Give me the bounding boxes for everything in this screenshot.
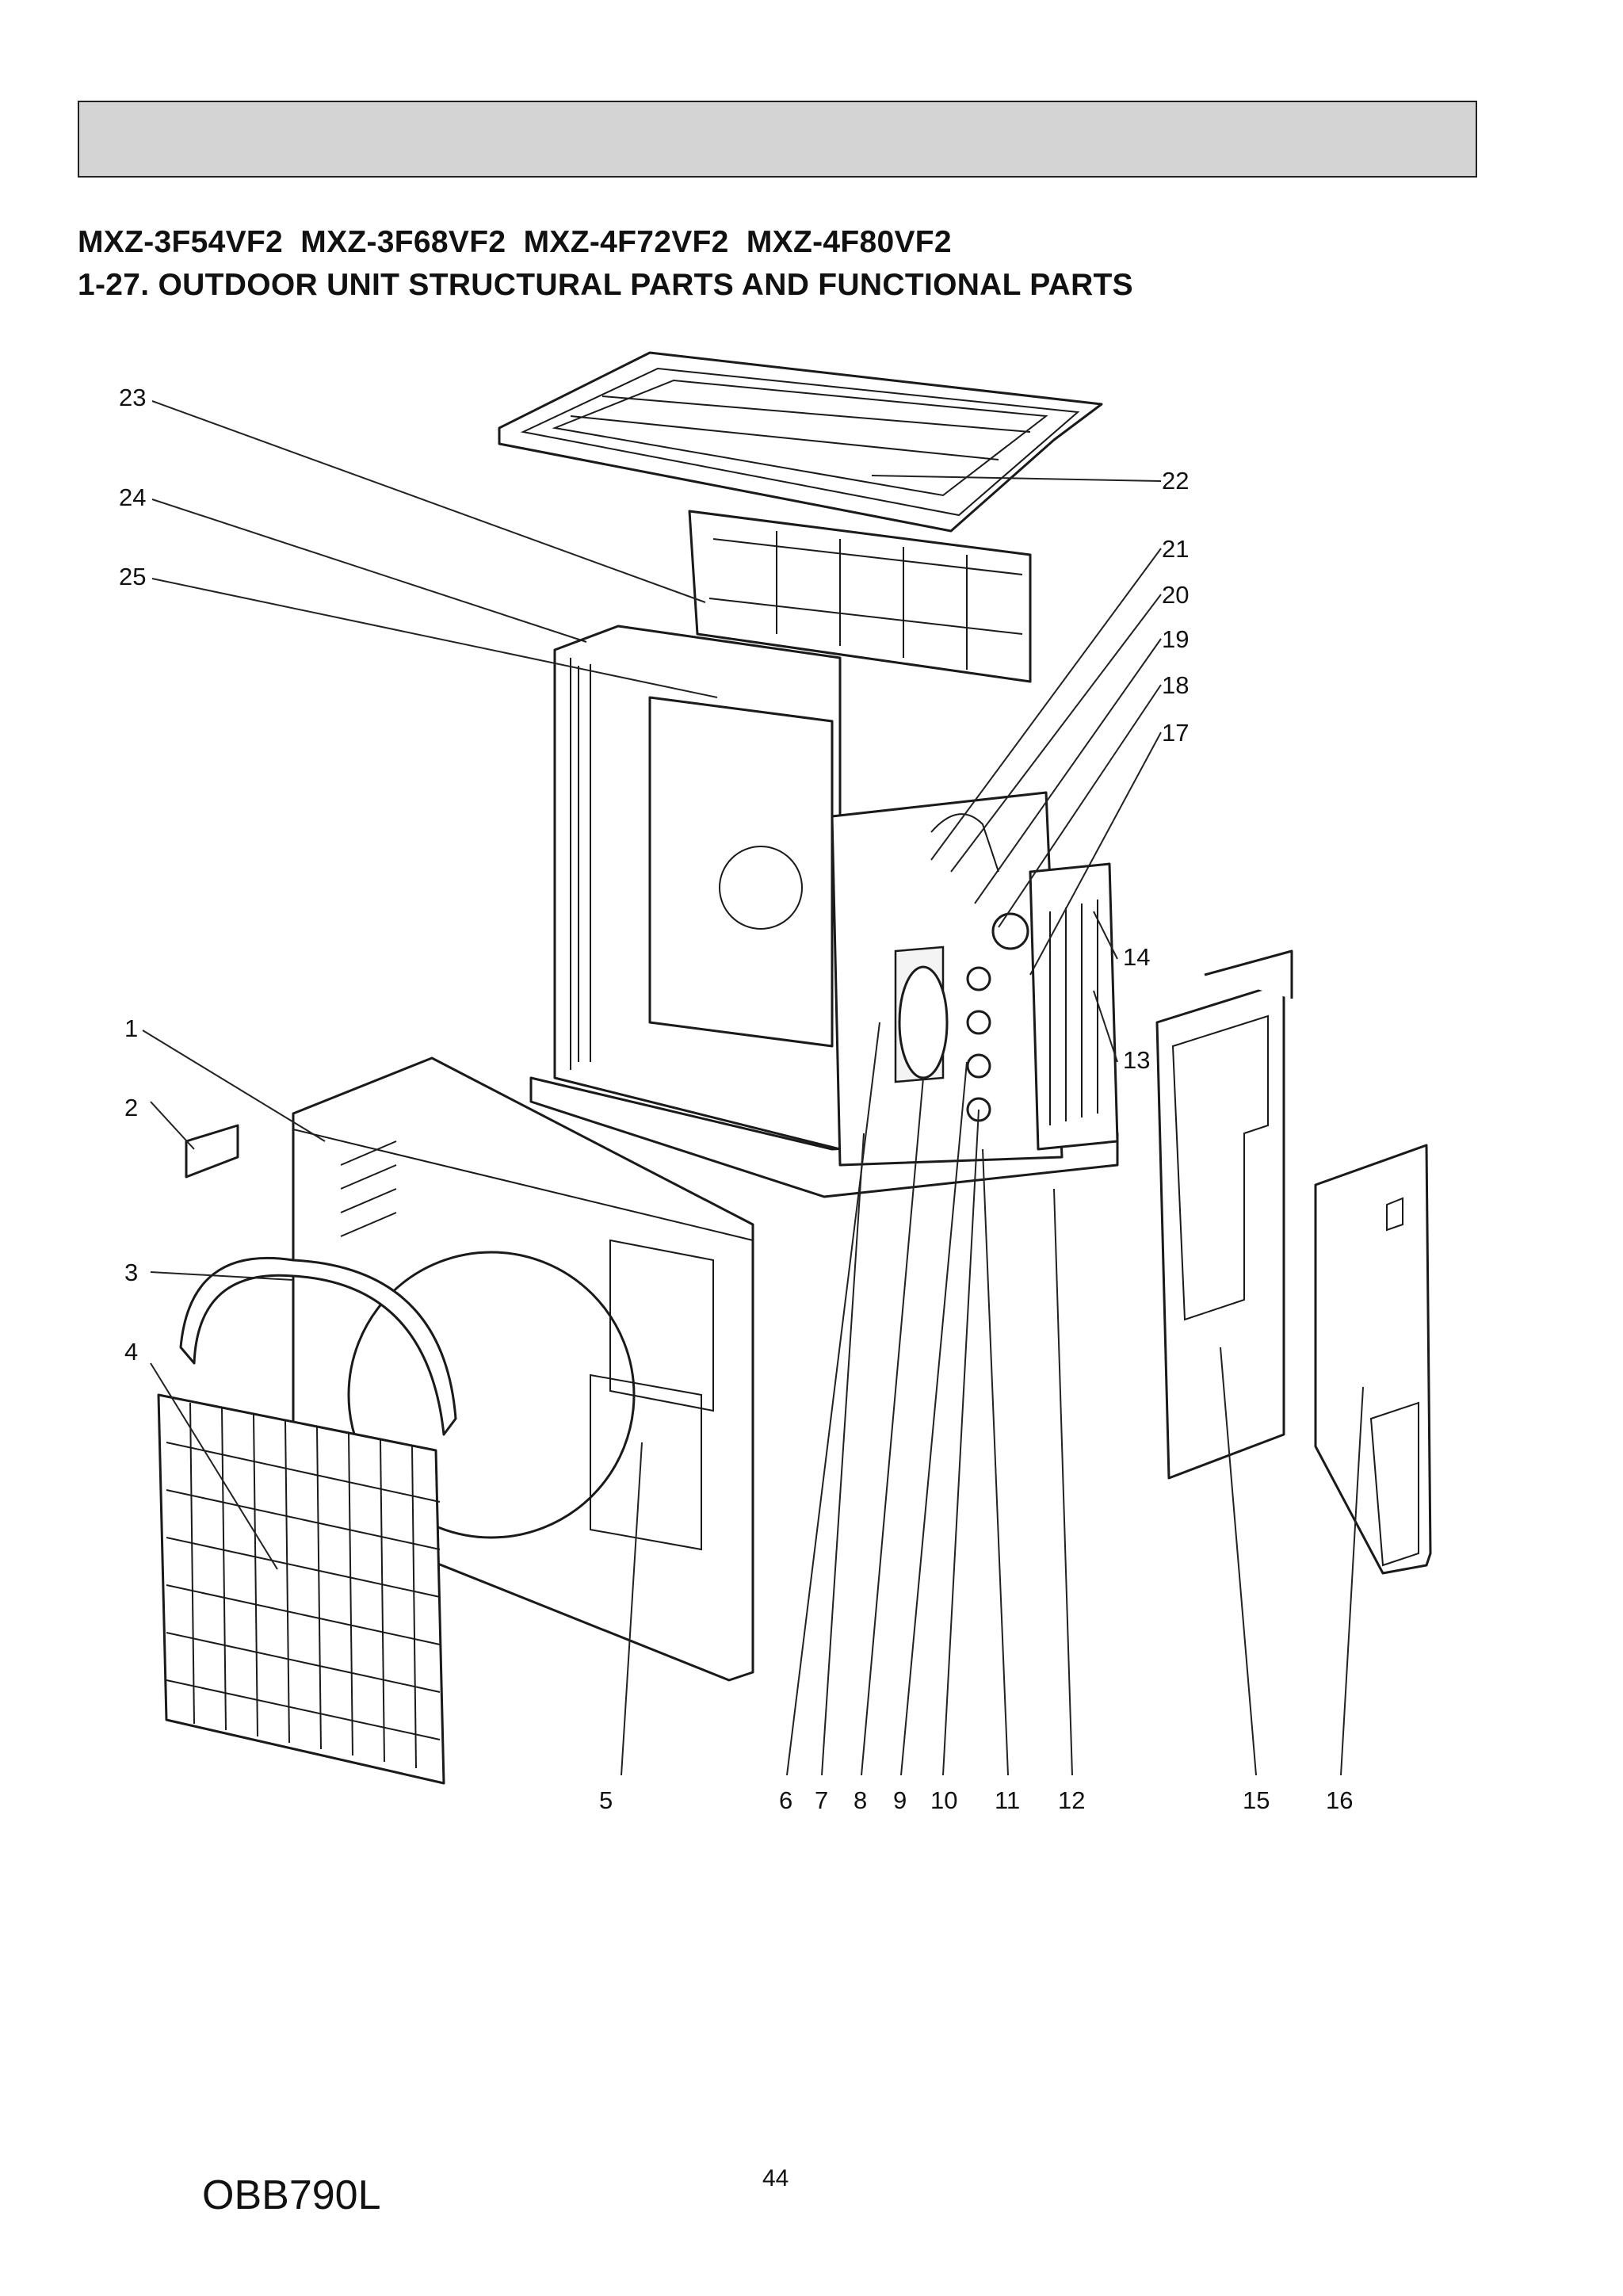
callout-11: 11 [995, 1786, 1020, 1814]
leader-lines [142, 400, 1364, 1776]
callout-5: 5 [599, 1786, 613, 1814]
fan-guard [179, 1256, 457, 1436]
document-code: OBB790L [202, 2172, 381, 2218]
page-number: 44 [762, 2165, 789, 2191]
callout-3: 3 [124, 1259, 138, 1286]
handle [185, 1124, 239, 1179]
callout-8: 8 [854, 1786, 867, 1814]
callout-2: 2 [124, 1094, 138, 1121]
callout-10: 10 [930, 1786, 957, 1814]
callout-7: 7 [815, 1786, 828, 1814]
top-panel [498, 351, 1103, 533]
rear-guard [688, 510, 1032, 683]
callout-22: 22 [1162, 467, 1189, 495]
callout-1: 1 [124, 1014, 138, 1042]
callout-17: 17 [1162, 719, 1189, 747]
callout-24: 24 [119, 483, 146, 511]
callout-21: 21 [1162, 535, 1189, 563]
callout-15: 15 [1243, 1786, 1270, 1814]
header-bar [78, 101, 1477, 178]
callout-labels: 23 24 25 22 21 20 19 18 17 14 13 1 2 3 4… [119, 384, 1353, 1814]
section-title: 1-27. OUTDOOR UNIT STRUCTURAL PARTS AND … [78, 268, 1133, 302]
callout-16: 16 [1326, 1786, 1353, 1814]
grille [157, 1393, 445, 1785]
callout-12: 12 [1058, 1786, 1085, 1814]
side-cover [1314, 1144, 1432, 1575]
service-panel [1155, 949, 1293, 1480]
callout-18: 18 [1162, 671, 1189, 699]
callout-4: 4 [124, 1338, 138, 1366]
callout-9: 9 [893, 1786, 907, 1814]
compressor-valve-section [831, 791, 1119, 1167]
callout-23: 23 [119, 384, 146, 411]
callout-25: 25 [119, 563, 146, 590]
callout-14: 14 [1123, 943, 1150, 971]
model-list: MXZ-3F54VF2 MXZ-3F68VF2 MXZ-4F72VF2 MXZ-… [78, 225, 952, 259]
callout-13: 13 [1123, 1046, 1150, 1074]
callout-6: 6 [779, 1786, 792, 1814]
callout-20: 20 [1162, 581, 1189, 609]
heat-exchanger-base [529, 625, 1119, 1198]
callout-19: 19 [1162, 625, 1189, 653]
